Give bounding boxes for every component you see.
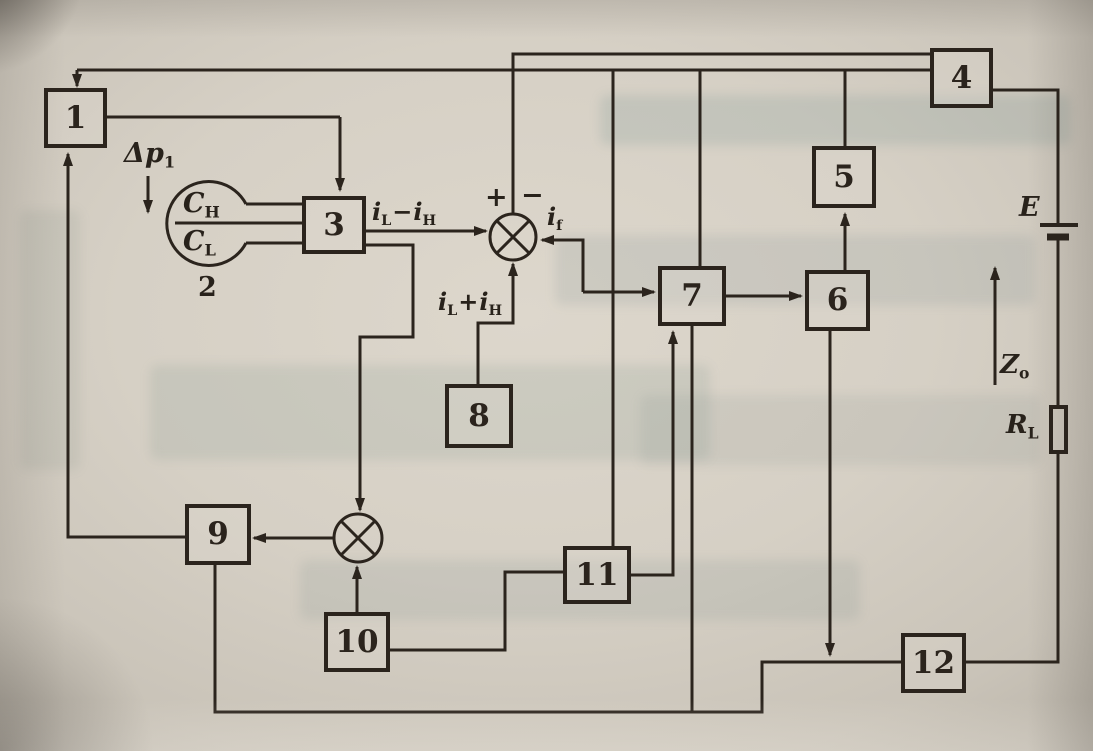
block-4-label: 4 xyxy=(950,59,973,96)
wire-11-to-7 xyxy=(631,330,678,577)
multiplier-junction xyxy=(332,512,384,564)
block-10-label: 10 xyxy=(335,623,379,660)
label-i-difference: iL−iH xyxy=(372,197,437,230)
label-i-sum: iL+iH xyxy=(438,287,503,320)
wire-8-to-sum-bottom xyxy=(476,262,518,384)
label-capsule-low: CL xyxy=(183,226,216,260)
block-5: 5 xyxy=(812,146,876,208)
label-sum-minus: − xyxy=(521,180,544,211)
block-7: 7 xyxy=(658,266,726,326)
block-1: 1 xyxy=(44,88,107,148)
block-6-label: 6 xyxy=(826,282,849,318)
load-resistor xyxy=(1049,405,1068,454)
label-sum-plus: + xyxy=(485,182,508,213)
capsule-label: 2 xyxy=(198,272,217,303)
block-5-label: 5 xyxy=(833,158,855,195)
block-4: 4 xyxy=(930,48,993,108)
block-8-label: 8 xyxy=(468,397,490,434)
block-8: 8 xyxy=(445,384,513,448)
block-7-label: 7 xyxy=(681,277,703,314)
wire-3-to-multiplier xyxy=(355,243,415,512)
wire-10-to-11 xyxy=(390,570,563,652)
label-i-feedback: if xyxy=(547,202,563,235)
block-12: 12 xyxy=(901,633,966,693)
label-supply-voltage: E xyxy=(1019,192,1040,223)
block-9: 9 xyxy=(185,504,251,565)
block-11: 11 xyxy=(563,546,631,604)
label-delta-p: Δp1 xyxy=(124,138,176,172)
block-9-label: 9 xyxy=(207,516,229,552)
wire-load-to-12 xyxy=(966,452,1060,664)
wire-if-into-sum xyxy=(540,235,585,292)
block-10: 10 xyxy=(324,612,390,672)
block-6: 6 xyxy=(805,270,870,331)
block-3-label: 3 xyxy=(323,206,345,243)
block-11-label: 11 xyxy=(575,556,619,593)
label-output-impedance: Zo xyxy=(1000,350,1030,383)
summing-junction xyxy=(488,212,538,262)
block-12-label: 12 xyxy=(911,644,956,681)
block-3: 3 xyxy=(302,196,366,254)
wires xyxy=(63,52,1078,714)
wire-12-to-9 xyxy=(213,565,901,714)
block-1-label: 1 xyxy=(64,99,87,136)
battery-E xyxy=(1040,223,1078,241)
label-load-resistor: RL xyxy=(1006,410,1039,443)
label-capsule-high: CH xyxy=(183,188,220,222)
